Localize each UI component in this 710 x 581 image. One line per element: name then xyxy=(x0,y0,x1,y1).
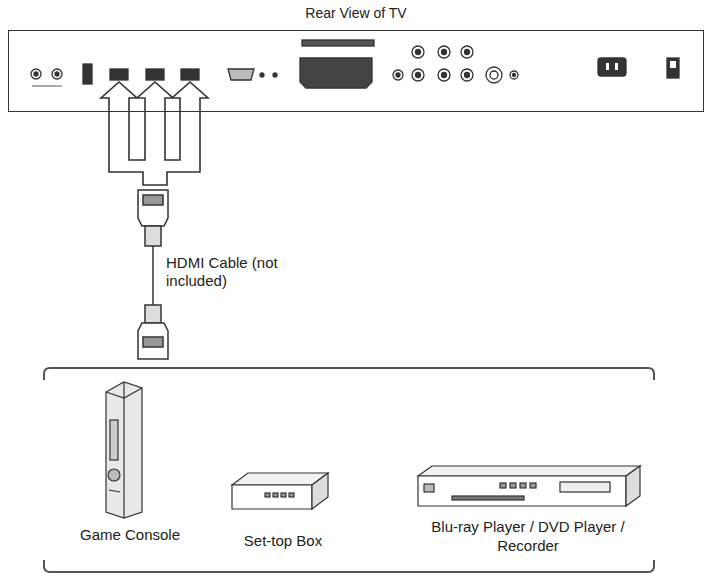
device-caption: Blu-ray Player / DVD Player / Recorder xyxy=(411,518,646,556)
tv-rear-panel: Rear View of TV xyxy=(8,30,704,112)
device-label: Blu-ray Player / DVD Player / Recorder xyxy=(411,518,646,556)
diagram-title: Rear View of TV xyxy=(9,5,703,23)
device-label: Set-top Box xyxy=(213,532,353,551)
cable-label: HDMI Cable (not included) xyxy=(164,254,280,290)
device-label: Game Console xyxy=(55,526,205,545)
device-caption: Set-top Box xyxy=(213,532,353,551)
device-caption: Game Console xyxy=(55,526,205,545)
